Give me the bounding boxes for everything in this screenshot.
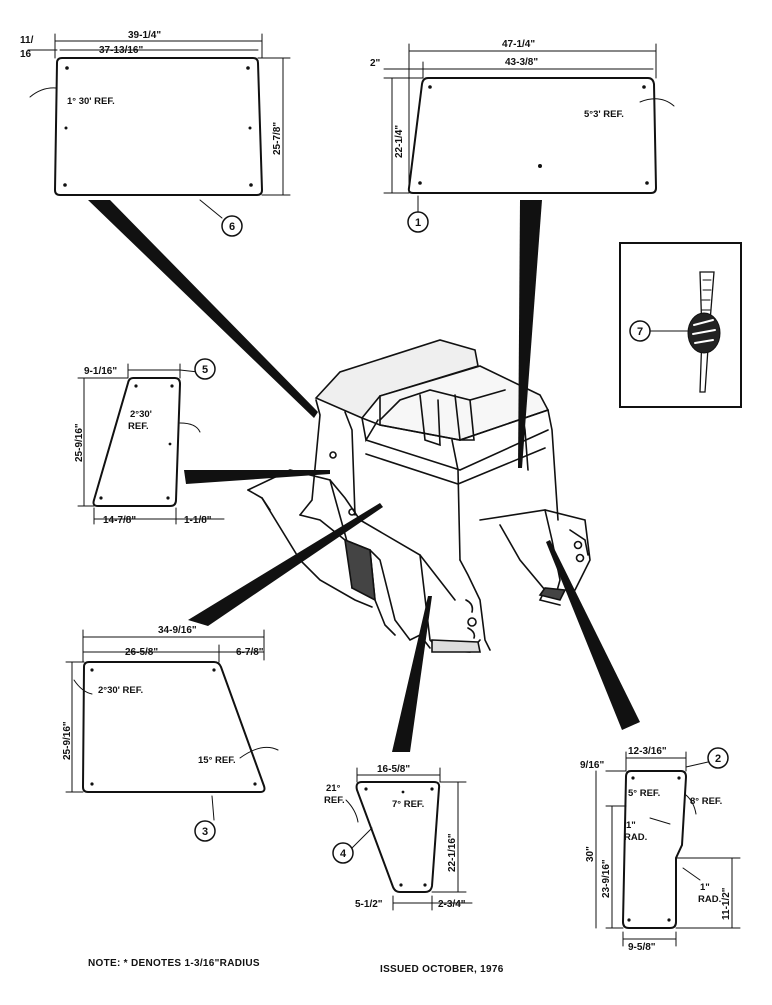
panel-6-inner-width: 37-13/16" (99, 45, 143, 56)
pointer-panel-1 (518, 200, 542, 468)
panel-5-top-width: 9-1/16" (84, 366, 117, 377)
panel-1-glass-outline (407, 77, 658, 194)
panel-1-mounting-holes (418, 85, 649, 185)
panel-2-group: 12-3/16" 9/16" 30" 23-9/16" 11-1/2" 9-5/… (580, 746, 741, 953)
panel-4-ref-angle-b: 7° REF. (392, 799, 424, 810)
panel-4-mounting-holes (364, 787, 434, 887)
panel-1-left-offset: 2" (370, 58, 381, 69)
panel-4-ref-angle-a-1: 21° (326, 783, 341, 794)
panel-6-ref-angle: 1° 30' REF. (67, 96, 115, 107)
panel-4-glass-outline (355, 781, 441, 893)
panel-2-radius-2-label: RAD. (698, 894, 721, 905)
footer-issued-date: ISSUED OCTOBER, 1976 (380, 964, 504, 975)
panel-4-ref-angle-a-2: REF. (324, 795, 345, 806)
panel-3-ref-angle-a: 2°30' REF. (98, 685, 143, 696)
panel-2-bottom-width: 9-5/8" (628, 942, 656, 953)
panel-6-left-offset-bottom: 16 (20, 49, 32, 60)
panel-5-glass-outline (92, 377, 182, 507)
panel-2-radius-1-value: 1" (626, 820, 636, 831)
panel-6-glass-outline (53, 57, 264, 196)
panel-5-mounting-holes (99, 384, 174, 500)
cab-frame-illustration (247, 339, 591, 653)
panel-4-height: 22-1/16" (447, 833, 458, 872)
panel-5-group: 9-1/16" 14-7/8" 1-1/8" 25-9/16" 2°30' RE… (74, 358, 225, 526)
panel-5-bottom-offset: 1-1/8" (184, 515, 212, 526)
panel-3-ref-angle-b: 15° REF. (198, 755, 236, 766)
panel-1-group: 47-1/4" 43-3/8" 2" 22-1/4" 5°3' REF. 1 (370, 39, 675, 233)
panel-1-item-number: 1 (415, 217, 421, 229)
panel-1-inner-width: 43-3/8" (505, 57, 538, 68)
panel-6-item-number: 6 (229, 221, 235, 233)
panel-4-bottom-offset: 2-3/4" (438, 899, 466, 910)
panel-2-top-width: 12-3/16" (628, 746, 667, 757)
panel-3-top-width: 26-5/8" (125, 647, 158, 658)
panel-2-top-offset: 9/16" (580, 760, 604, 771)
panel-5-bottom-width: 14-7/8" (103, 515, 136, 526)
panel-4-top-width: 16-5/8" (377, 764, 410, 775)
panel-6-height: 25-7/8" (272, 122, 283, 155)
panel-2-glass-outline (621, 770, 688, 929)
panel-2-overall-height: 30" (585, 846, 596, 862)
footer-note: NOTE: * DENOTES 1-3/16"RADIUS (88, 958, 260, 969)
panel-2-mounting-holes (627, 776, 681, 922)
pointer-panel-5 (184, 470, 330, 484)
panel-1-ref-angle: 5°3' REF. (584, 109, 624, 120)
panel-2-item-number: 2 (715, 753, 721, 765)
panel-2-radius-2-value: 1" (700, 882, 710, 893)
panel-3-overall-width: 34-9/16" (158, 625, 197, 636)
panel-6-group: 39-1/4" 37-13/16" 11/ 16 25-7/8" 1° 30' … (20, 30, 291, 237)
panel-4-bottom-width: 5-1/2" (355, 899, 383, 910)
panel-4-item-number: 4 (340, 848, 347, 860)
panel-6-mounting-holes (63, 66, 253, 187)
pointer-panel-6 (88, 200, 318, 418)
panel-3-offset: 6-7/8" (236, 647, 264, 658)
pointer-panel-3 (188, 503, 383, 626)
panel-1-overall-width: 47-1/4" (502, 39, 535, 50)
panel-2-lower-height: 11-1/2" (721, 887, 732, 920)
panel-3-group: 34-9/16" 26-5/8" 6-7/8" 25-9/16" 2°30' R… (62, 625, 279, 842)
panel-3-mounting-holes (90, 668, 257, 786)
detail-7-item-number: 7 (637, 326, 643, 338)
panel-3-glass-outline (81, 661, 266, 793)
panel-1-height: 22-1/4" (394, 125, 405, 158)
panel-3-item-number: 3 (202, 826, 208, 838)
panel-5-ref-angle-1: 2°30' (130, 409, 152, 420)
panel-2-ref-angle-a: 5° REF. (628, 788, 660, 799)
detail-7-group: 7 (619, 242, 742, 408)
panel-5-ref-angle-2: REF. (128, 421, 149, 432)
pointer-wedges (88, 200, 640, 752)
panel-3-height: 25-9/16" (62, 721, 73, 760)
pointer-panel-4 (392, 596, 432, 752)
panel-2-mid-height: 23-9/16" (601, 859, 612, 898)
detail-7-frame (619, 242, 742, 408)
panel-5-height: 25-9/16" (74, 423, 85, 462)
panel-2-ref-angle-b: 8° REF. (690, 796, 722, 807)
panel-5-item-number: 5 (202, 364, 208, 376)
panel-2-radius-1-label: RAD. (624, 832, 647, 843)
pointer-panel-2 (546, 540, 640, 730)
panel-6-overall-width: 39-1/4" (128, 30, 161, 41)
panel-4-group: 16-5/8" 5-1/2" 2-3/4" 22-1/16" 21° REF. … (324, 764, 473, 911)
panel-6-left-offset-top: 11/ (20, 35, 34, 46)
